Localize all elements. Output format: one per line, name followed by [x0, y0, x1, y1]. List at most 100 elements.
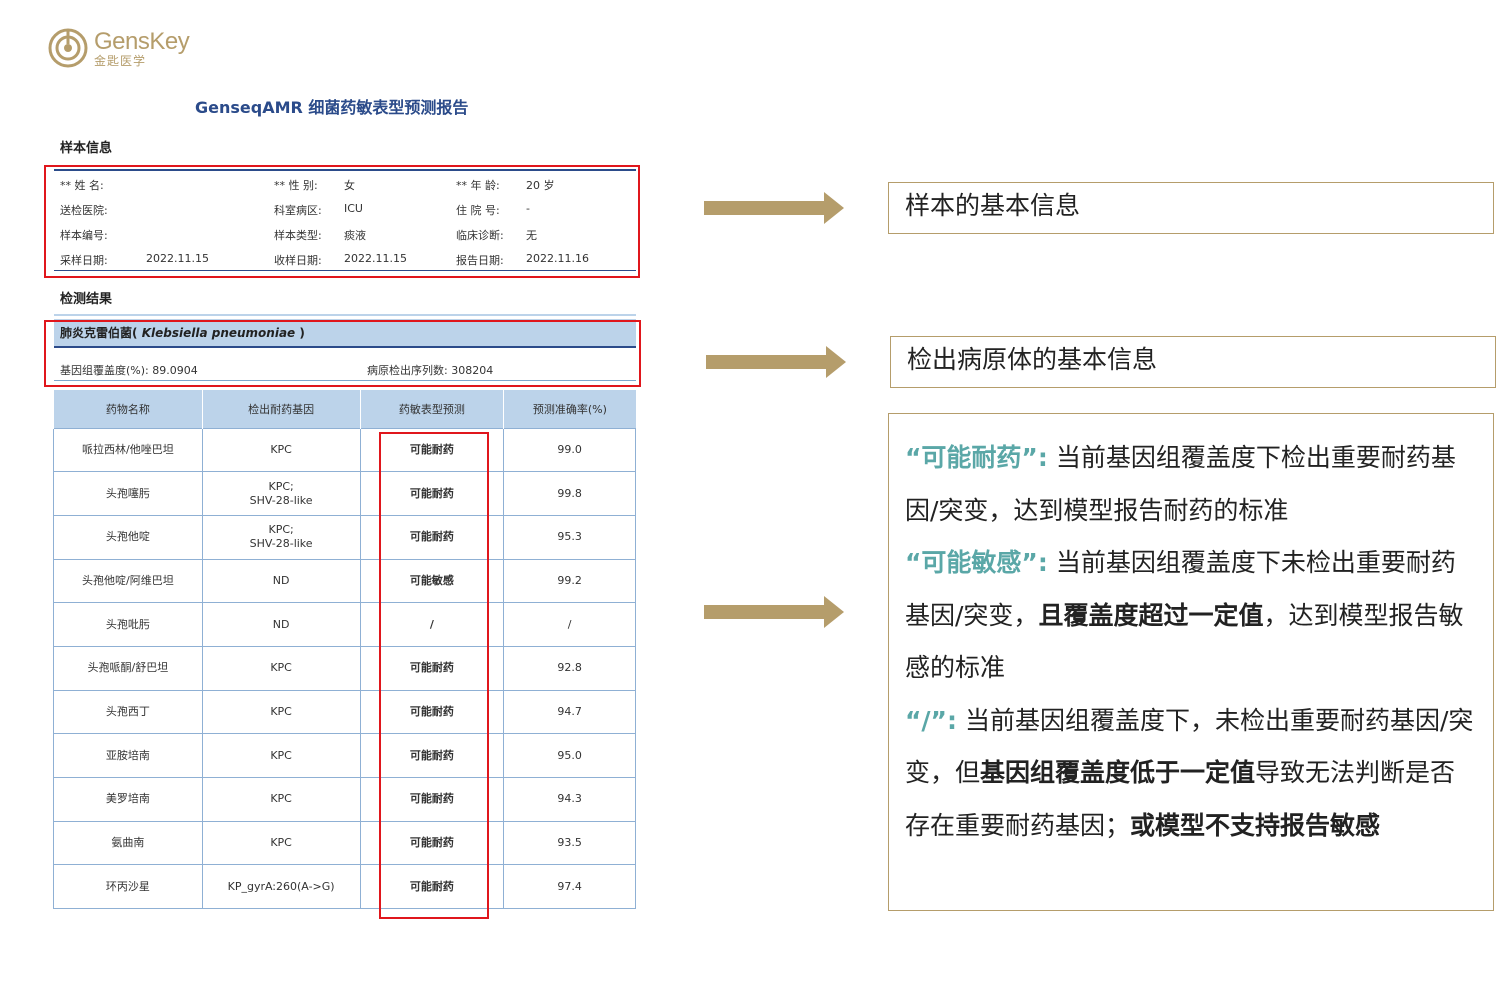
age-label: ** 年 龄: — [456, 179, 500, 192]
diagnosis-label: 临床诊断: — [456, 229, 504, 242]
sample-id-label: 样本编号: — [60, 229, 108, 242]
cell-line: KPC; — [268, 523, 294, 537]
legend-undetermined-desc-b: 基因组覆盖度低于一定值 — [980, 758, 1256, 787]
arrow-right-icon — [704, 192, 844, 224]
hospital-label: 送检医院: — [60, 204, 108, 217]
th-accuracy: 预测准确率(%) — [503, 390, 636, 428]
highlight-prediction-box — [379, 432, 489, 919]
sample-type-value: 痰液 — [344, 229, 366, 242]
legend-undetermined-term: “/”: — [905, 705, 957, 735]
table-header-row: 药物名称 检出耐药基因 药敏表型预测 预测准确率(%) — [53, 390, 636, 428]
diagnosis-value: 无 — [526, 229, 537, 242]
collect-value: 2022.11.15 — [146, 252, 209, 265]
cell-prediction: 可能耐药 — [359, 733, 505, 778]
cell-drug: 头孢他啶/阿维巴坦 — [53, 558, 203, 604]
legend-resistant-desc: 当前基因组覆盖度下检出重要耐药基因/突变，达到模型报告耐药的标准 — [905, 443, 1456, 525]
cell-accuracy: 92.8 — [503, 645, 636, 691]
legend-susceptible-desc-b: 且覆盖度超过一定值 — [1038, 600, 1264, 630]
cell-gene: KPC — [201, 733, 361, 778]
callout-pathogen-info: 检出病原体的基本信息 — [890, 336, 1496, 388]
arrow-right-icon — [706, 346, 846, 378]
logo-chinese: 金匙医学 — [94, 53, 147, 68]
th-drug: 药物名称 — [53, 390, 203, 428]
coverage-label: 基因组覆盖度(%): — [60, 364, 153, 377]
sample-top-rule — [54, 169, 636, 171]
th-gene: 检出耐药基因 — [201, 390, 361, 428]
cell-gene: KPC — [201, 689, 361, 735]
cell-gene: ND — [201, 602, 361, 647]
cell-accuracy: 93.5 — [503, 820, 636, 866]
cell-prediction: 可能耐药 — [359, 864, 505, 910]
pathogen-top-rule — [54, 314, 636, 316]
receive-label: 收样日期: — [274, 254, 322, 267]
collect-label: 采样日期: — [60, 254, 108, 267]
genskey-logo: GensKey 金匙医学 — [48, 27, 190, 68]
receive-value: 2022.11.15 — [344, 252, 407, 265]
cell-prediction: 可能耐药 — [359, 820, 505, 866]
cell-line: KPC; — [268, 479, 294, 493]
pathogen-name-cn: 肺炎克雷伯菌( — [60, 326, 138, 340]
report-date-value: 2022.11.16 — [526, 252, 589, 265]
reads-info: 病原检出序列数: 308204 — [367, 362, 493, 378]
cell-gene: KPC;SHV-28-like — [201, 514, 361, 560]
gender-value: 女 — [344, 179, 355, 192]
report-title: GenseqAMR 细菌药敏表型预测报告 — [195, 98, 469, 117]
cell-gene: ND — [201, 558, 361, 604]
section-sample-title: 样本信息 — [60, 141, 113, 156]
cell-drug: 环丙沙星 — [53, 864, 203, 910]
th-prediction: 药敏表型预测 — [359, 390, 504, 428]
coverage-value: 89.0904 — [152, 364, 198, 377]
cell-gene: KPC — [201, 777, 361, 822]
legend-undetermined-desc-a: 当前基因组覆盖度下，未检出重要耐药基因/突变，但 — [905, 705, 1474, 788]
cell-accuracy: 95.3 — [503, 514, 636, 560]
cell-prediction: 可能耐药 — [359, 645, 505, 691]
dept-value: ICU — [344, 202, 363, 215]
cell-drug: 头孢他啶 — [53, 514, 203, 560]
cell-accuracy: / — [503, 602, 636, 647]
sample-type-label: 样本类型: — [274, 229, 322, 242]
legend-undetermined: “/”: 当前基因组覆盖度下，未检出重要耐药基因/突变，但基因组覆盖度低于一定值… — [905, 695, 1479, 853]
legend-undetermined-desc-c: 导致无法判断是否存在重要耐药基因； — [905, 758, 1456, 840]
cell-line: SHV-28-like — [249, 493, 313, 507]
callout-pathogen-text: 检出病原体的基本信息 — [907, 345, 1158, 374]
pathogen-name-latin: Klebsiella pneumoniae — [141, 326, 296, 340]
sample-bottom-rule — [54, 270, 636, 271]
cell-gene: KP_gyrA:260(A->G) — [201, 864, 361, 910]
genskey-logo-icon — [48, 28, 88, 68]
cell-drug: 氨曲南 — [53, 820, 203, 866]
drug-susceptibility-table: 药物名称 检出耐药基因 药敏表型预测 预测准确率(%) 哌拉西林/他唑巴坦 KPC… — [53, 390, 636, 910]
pathogen-bottom-rule — [54, 380, 636, 381]
age-value: 20 岁 — [526, 179, 555, 192]
legend-susceptible-desc-c: ，达到模型报告敏感的标准 — [905, 600, 1464, 683]
legend-susceptible-term: “可能敏感”: — [905, 548, 1048, 577]
cell-accuracy: 95.0 — [503, 733, 636, 778]
cell-gene: KPC — [201, 820, 361, 866]
cell-accuracy: 99.2 — [503, 558, 636, 604]
cell-drug: 亚胺培南 — [53, 733, 203, 778]
highlight-sample-box — [44, 165, 640, 278]
name-label: ** 姓 名: — [60, 179, 104, 192]
section-results-title: 检测结果 — [60, 292, 113, 307]
pathogen-header: 肺炎克雷伯菌( Klebsiella pneumoniae ) — [54, 319, 636, 348]
logo-english: GensKey — [94, 27, 190, 55]
coverage-info: 基因组覆盖度(%): 89.0904 — [60, 362, 198, 378]
highlight-pathogen-box — [44, 320, 641, 387]
cell-accuracy: 99.8 — [503, 471, 636, 516]
cell-drug: 哌拉西林/他唑巴坦 — [53, 427, 203, 473]
pathogen-name-end: ) — [299, 326, 305, 340]
reads-value: 308204 — [451, 364, 494, 377]
legend-susceptible: “可能敏感”: 当前基因组覆盖度下未检出重要耐药基因/突变，且覆盖度超过一定值，… — [905, 537, 1479, 695]
cell-gene: KPC — [201, 645, 361, 691]
dept-label: 科室病区: — [274, 204, 322, 217]
cell-drug: 头孢噻肟 — [53, 471, 203, 516]
legend-resistant-term: “可能耐药”: — [905, 443, 1048, 472]
arrow-right-icon — [704, 596, 844, 628]
cell-prediction: 可能耐药 — [359, 777, 505, 822]
cell-prediction: / — [359, 602, 505, 647]
